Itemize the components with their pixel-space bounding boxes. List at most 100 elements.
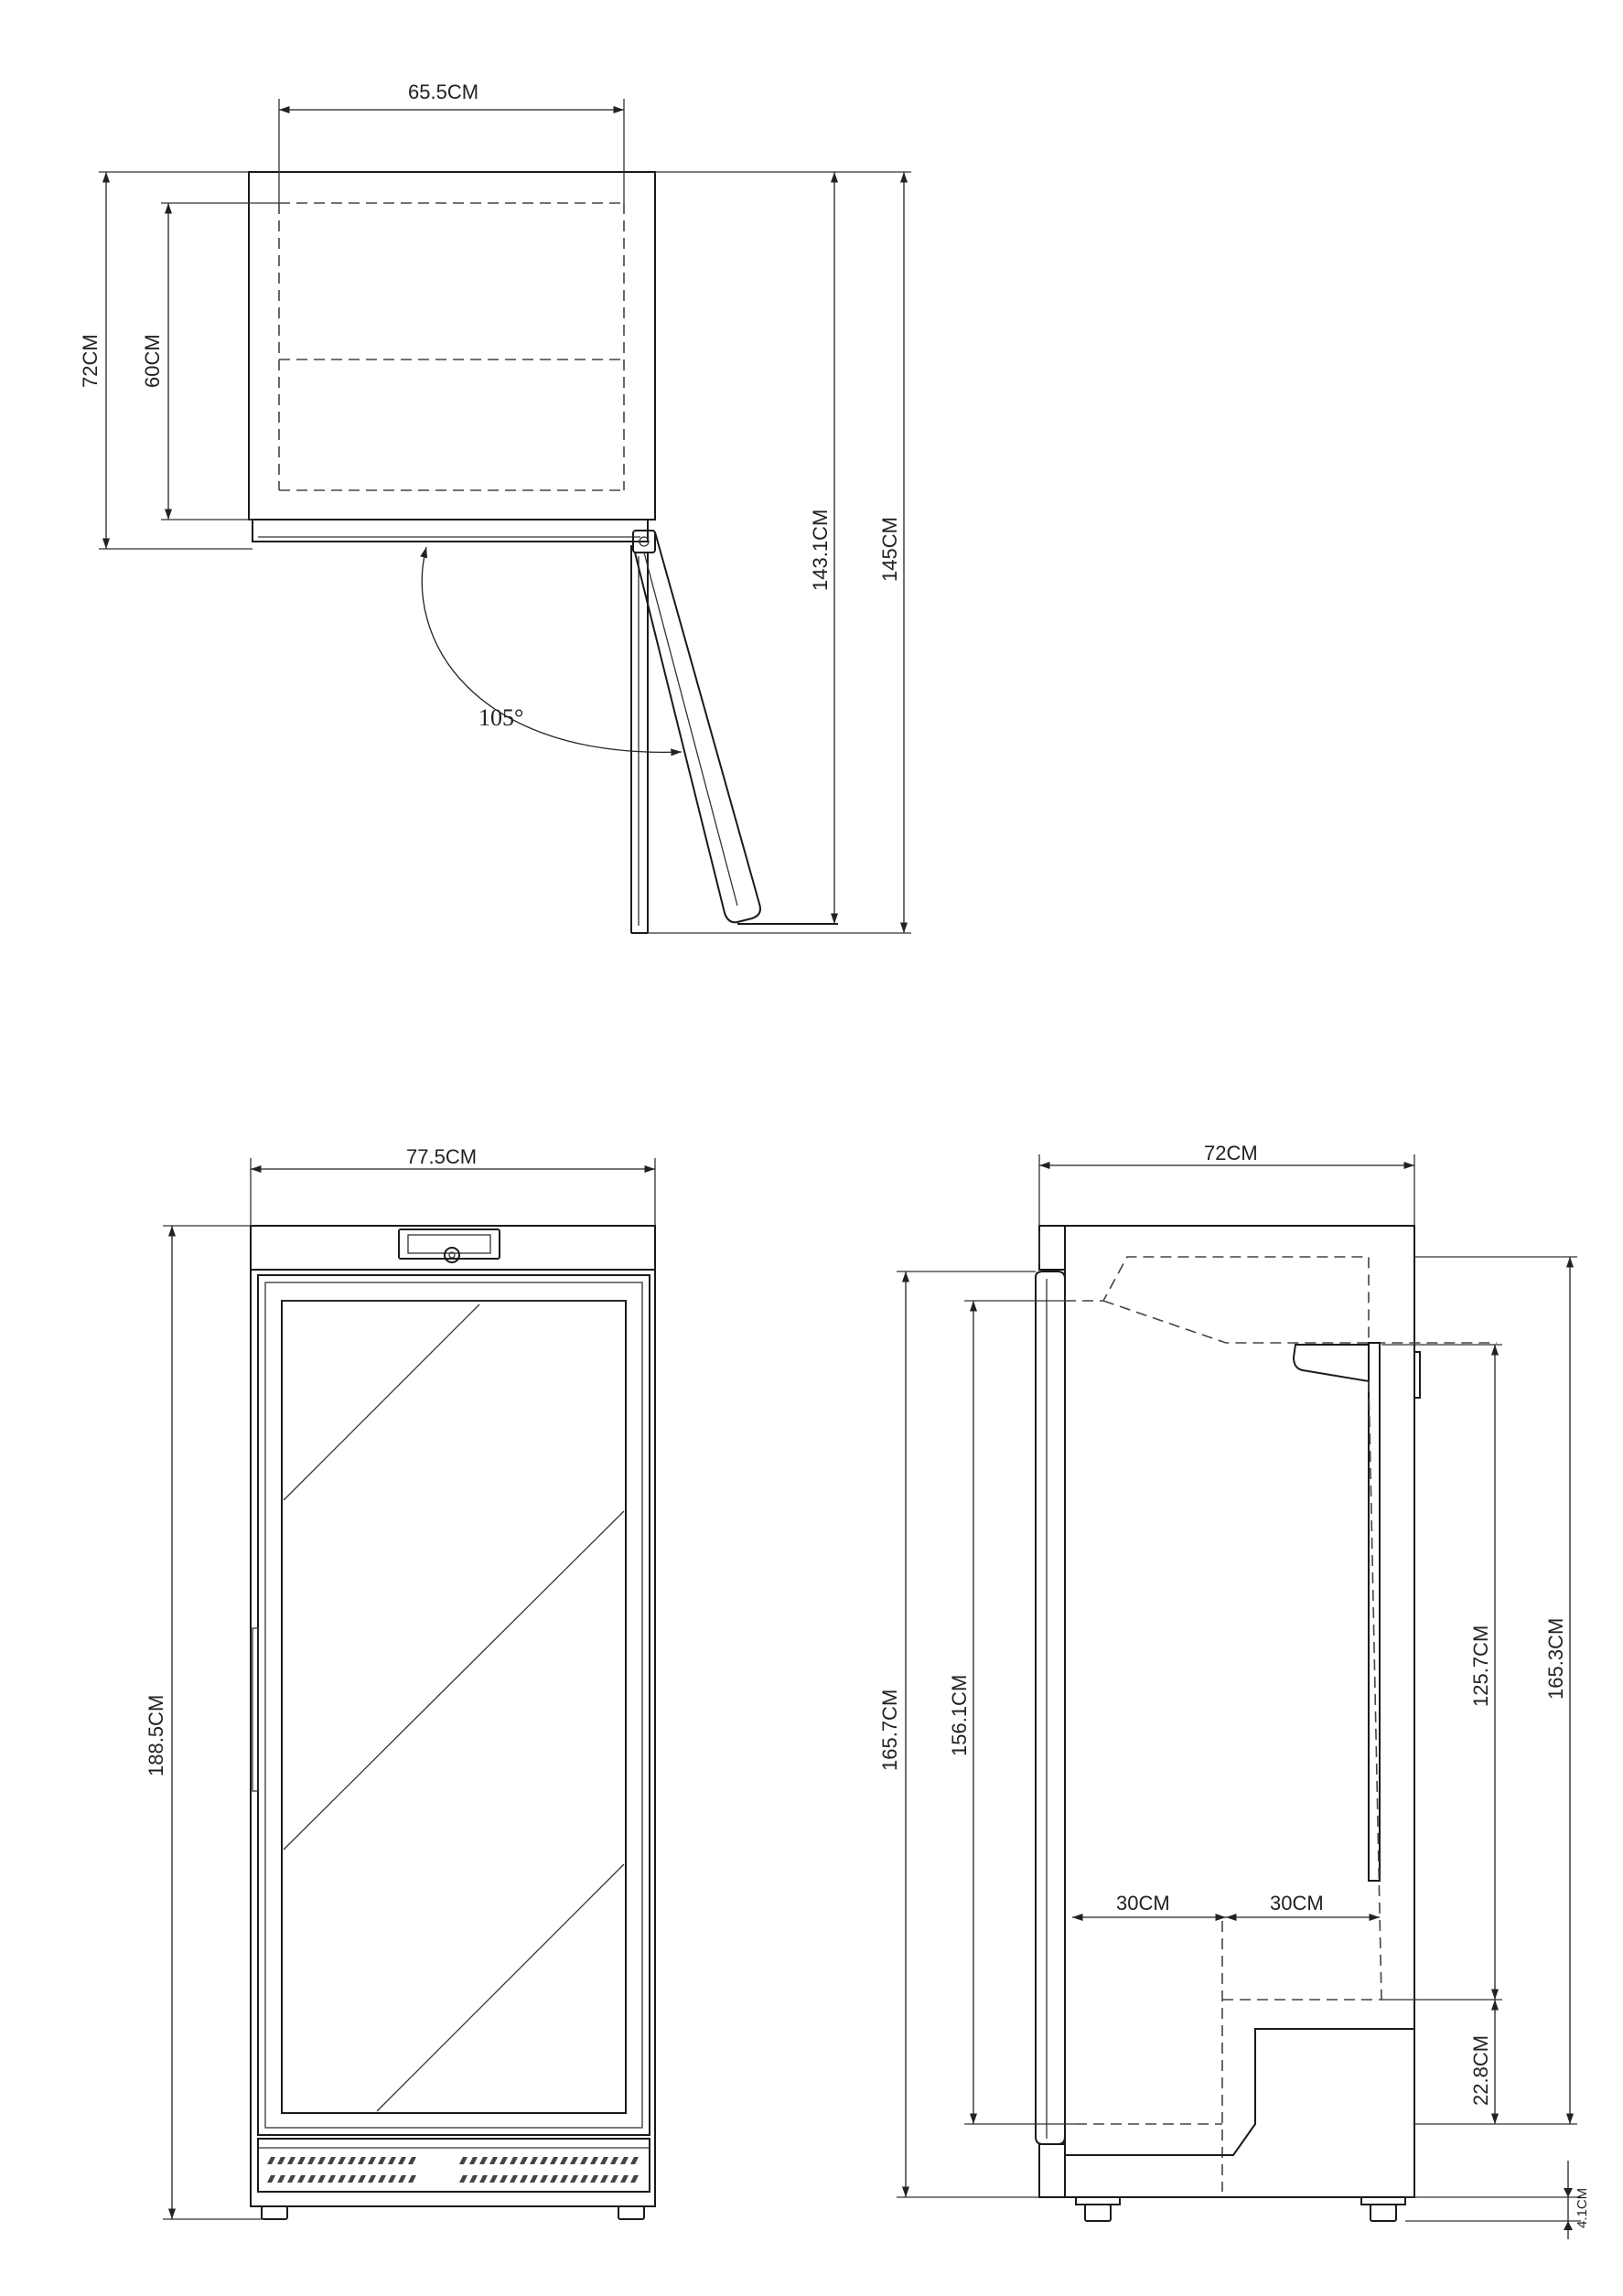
top-door-closed (252, 519, 649, 542)
vent-slot (469, 2175, 478, 2183)
side-feet (1075, 2196, 1406, 2222)
vent-slot (307, 2157, 316, 2164)
vent-slot (338, 2157, 346, 2164)
vent-slot (358, 2157, 366, 2164)
side-cabinet-height-label: 165.3CM (1544, 1618, 1567, 1700)
vent-slot (267, 2157, 275, 2164)
vent-slot (620, 2157, 629, 2164)
side-evaporator-outline (1065, 1256, 1497, 1344)
vent-slot (520, 2175, 528, 2183)
vent-slot (459, 2175, 468, 2183)
vent-slot (570, 2175, 578, 2183)
vent-slot (328, 2175, 336, 2183)
vent-slot (620, 2175, 629, 2183)
vent-slot (368, 2157, 376, 2164)
vent-slot (408, 2157, 416, 2164)
front-height-label: 188.5CM (145, 1695, 167, 1776)
vent-slot (600, 2175, 608, 2183)
vent-slot (560, 2157, 568, 2164)
vent-slot (550, 2157, 558, 2164)
vent-slot (500, 2157, 508, 2164)
vent-slot (489, 2175, 498, 2183)
vent-slot (580, 2157, 588, 2164)
vent-slot (277, 2157, 285, 2164)
front-width-label: 77.5CM (406, 1145, 477, 1168)
side-shelf-front-label: 30CM (1116, 1892, 1170, 1915)
vent-slot (590, 2175, 598, 2183)
glass-reflection (283, 1304, 625, 2112)
vent-slot (408, 2175, 416, 2183)
vent-slot (277, 2175, 285, 2183)
vent-slot (630, 2175, 639, 2183)
side-inner-cavity (1076, 1380, 1382, 2192)
vent-slot (398, 2175, 406, 2183)
side-interior-height-label: 125.7CM (1469, 1625, 1492, 1707)
top-inner-cavity (278, 202, 625, 491)
top-depth-label: 72CM (79, 334, 102, 388)
vent-slot (358, 2175, 366, 2183)
vent-slot (530, 2157, 538, 2164)
vent-slot (610, 2175, 618, 2183)
front-cabinet-outline (250, 1225, 656, 2207)
vent-slot (388, 2175, 396, 2183)
door-angle-arc (420, 546, 683, 756)
side-compressor-height-label: 22.8CM (1469, 2035, 1492, 2106)
vent-slot (469, 2157, 478, 2164)
vent-slot (398, 2157, 406, 2164)
lock-icon (398, 1228, 500, 1263)
top-door-open (630, 530, 838, 934)
top-view: 105° 65.5CM 72CM 60CM 143.1CM 145CM (79, 80, 911, 934)
door-angle-label: 105° (478, 704, 523, 731)
side-view: 72CM 165.7CM 156.1CM 30CM 30CM 125.7CM 1… (878, 1142, 1590, 2239)
vent-slot (570, 2157, 578, 2164)
vent-slot (540, 2157, 548, 2164)
vent-slot (338, 2175, 346, 2183)
side-foot-height-label: 4.1CM (1575, 2188, 1590, 2228)
front-door-frame (257, 1274, 650, 2136)
side-door-profile (1035, 1271, 1066, 2198)
vent-slot (328, 2157, 336, 2164)
vent-slot (307, 2175, 316, 2183)
side-cabinet-outline (1064, 1225, 1415, 2198)
vent-slot (378, 2175, 386, 2183)
vent-slot (348, 2175, 356, 2183)
vent-slot (317, 2175, 326, 2183)
front-vent-grille (257, 2138, 650, 2193)
vent-slot (297, 2175, 306, 2183)
front-feet (261, 2205, 645, 2220)
vent-slot (489, 2157, 498, 2164)
vent-slot (368, 2175, 376, 2183)
vent-slot (540, 2175, 548, 2183)
front-view: 77.5CM 188.5CM (145, 1145, 656, 2220)
vent-slot (479, 2157, 488, 2164)
vent-slot (388, 2157, 396, 2164)
vent-slot (348, 2157, 356, 2164)
vent-slot (530, 2175, 538, 2183)
vent-slot (510, 2157, 518, 2164)
vent-slot (610, 2157, 618, 2164)
vent-slot (317, 2157, 326, 2164)
vent-slot (510, 2175, 518, 2183)
vent-slot (287, 2175, 296, 2183)
side-fan-housing (1292, 1342, 1421, 1882)
side-door-height-label: 165.7CM (878, 1690, 901, 1771)
vent-slot (600, 2157, 608, 2164)
top-cabinet-outline (248, 171, 656, 520)
vent-slot (297, 2157, 306, 2164)
side-depth-label: 72CM (1204, 1142, 1258, 1164)
vent-slot (479, 2175, 488, 2183)
vent-slot (580, 2175, 588, 2183)
side-shelf-rear-label: 30CM (1270, 1892, 1324, 1915)
vent-slot (560, 2175, 568, 2183)
top-door-open-depth-label: 143.1CM (809, 510, 832, 591)
vent-slot (287, 2157, 296, 2164)
top-total-depth-label: 145CM (878, 517, 901, 582)
vent-slot (267, 2175, 275, 2183)
side-inner-height-label: 156.1CM (948, 1675, 971, 1756)
top-width-label: 65.5CM (408, 80, 478, 103)
vent-slot (630, 2157, 639, 2164)
front-glass-pane (281, 1300, 627, 2114)
side-compressor-step (1065, 2028, 1414, 2156)
vent-slot (590, 2157, 598, 2164)
